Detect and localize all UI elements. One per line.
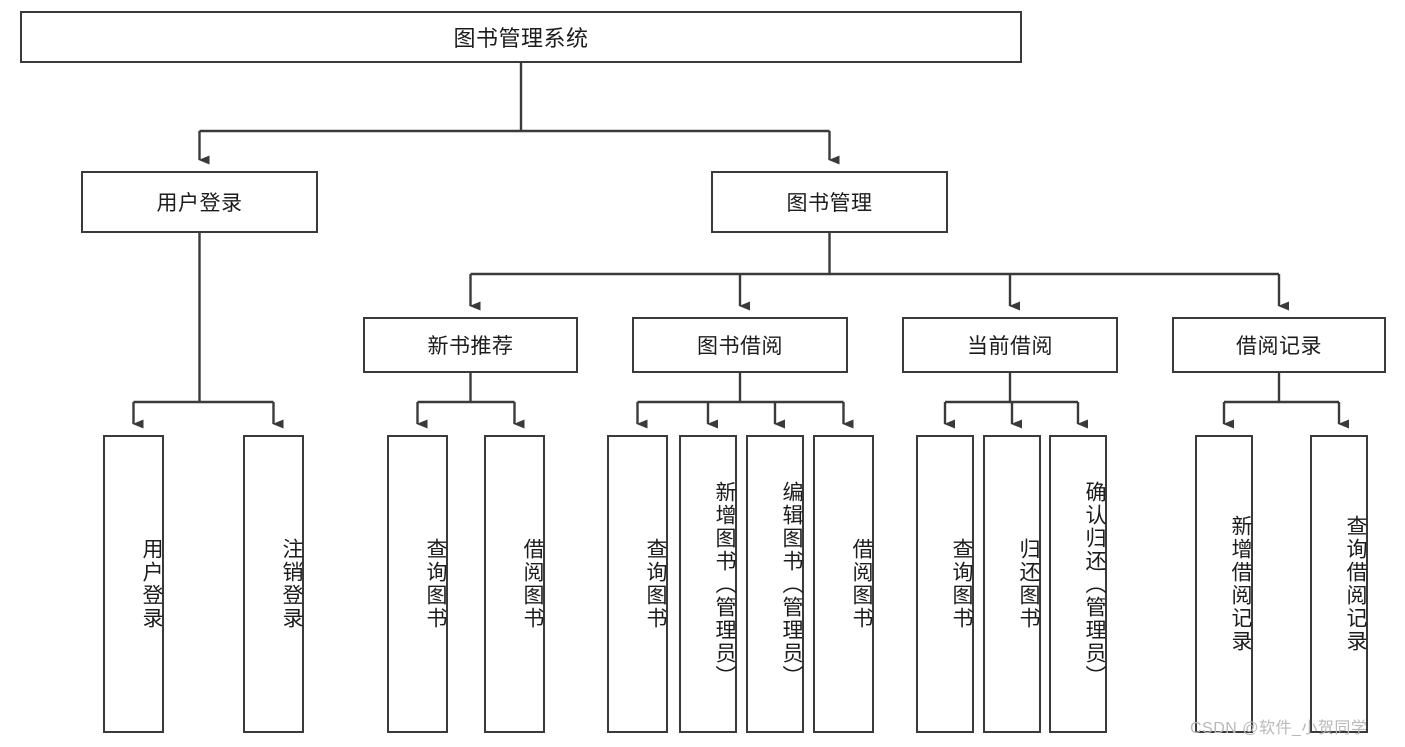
node-leaf-user-logout[interactable]: 注销登录 [243,435,304,733]
node-label: 图书借阅 [697,335,783,358]
node-leaf-borrow-book[interactable]: 借阅图书 [813,435,874,733]
node-leaf-edit-book-admin[interactable]: 编辑图书（管理员） [746,435,804,733]
node-label: 新增图书（管理员） [713,480,736,688]
node-label: 图书管理 [786,192,873,215]
node-leaf-borrow-book-rec[interactable]: 借阅图书 [484,435,545,733]
node-label: 注销登录 [280,538,303,630]
csdn-watermark: CSDN @软件_小贺同学 [1190,720,1368,737]
node-leaf-return-book[interactable]: 归还图书 [983,435,1041,733]
node-root[interactable]: 图书管理系统 [20,11,1022,63]
node-label: 借阅图书 [850,538,873,630]
node-book-borrow[interactable]: 图书借阅 [632,317,848,373]
node-label: 归还图书 [1017,538,1040,630]
node-borrow-record[interactable]: 借阅记录 [1172,317,1386,373]
node-user-login[interactable]: 用户登录 [81,171,318,233]
node-label: 查询图书 [424,538,447,630]
node-label: 当前借阅 [967,335,1053,358]
node-leaf-query-book-rec[interactable]: 查询图书 [387,435,448,733]
node-label: 新书推荐 [427,335,514,358]
node-label: 借阅记录 [1236,335,1322,358]
node-leaf-add-book-admin[interactable]: 新增图书（管理员） [679,435,737,733]
node-leaf-add-borrow-record[interactable]: 新增借阅记录 [1195,435,1253,733]
node-leaf-query-borrow-record[interactable]: 查询借阅记录 [1310,435,1368,733]
node-leaf-confirm-return-admin[interactable]: 确认归还（管理员） [1049,435,1107,733]
node-label: 新增借阅记录 [1229,515,1252,653]
node-label: 用户登录 [140,538,163,630]
node-label: 确认归还（管理员） [1083,480,1106,688]
node-label: 图书管理系统 [453,26,589,51]
node-label: 查询图书 [950,538,973,630]
node-label: 查询借阅记录 [1344,515,1367,653]
node-current-borrow[interactable]: 当前借阅 [902,317,1118,373]
node-label: 借阅图书 [521,538,544,630]
node-leaf-query-book-current[interactable]: 查询图书 [916,435,974,733]
node-label: 用户登录 [156,192,243,215]
node-book-manage[interactable]: 图书管理 [711,171,948,233]
node-new-book-rec[interactable]: 新书推荐 [363,317,578,373]
node-leaf-query-book-borrow[interactable]: 查询图书 [607,435,668,733]
node-leaf-user-login[interactable]: 用户登录 [103,435,164,733]
node-label: 编辑图书（管理员） [780,480,803,688]
node-label: 查询图书 [644,538,667,630]
